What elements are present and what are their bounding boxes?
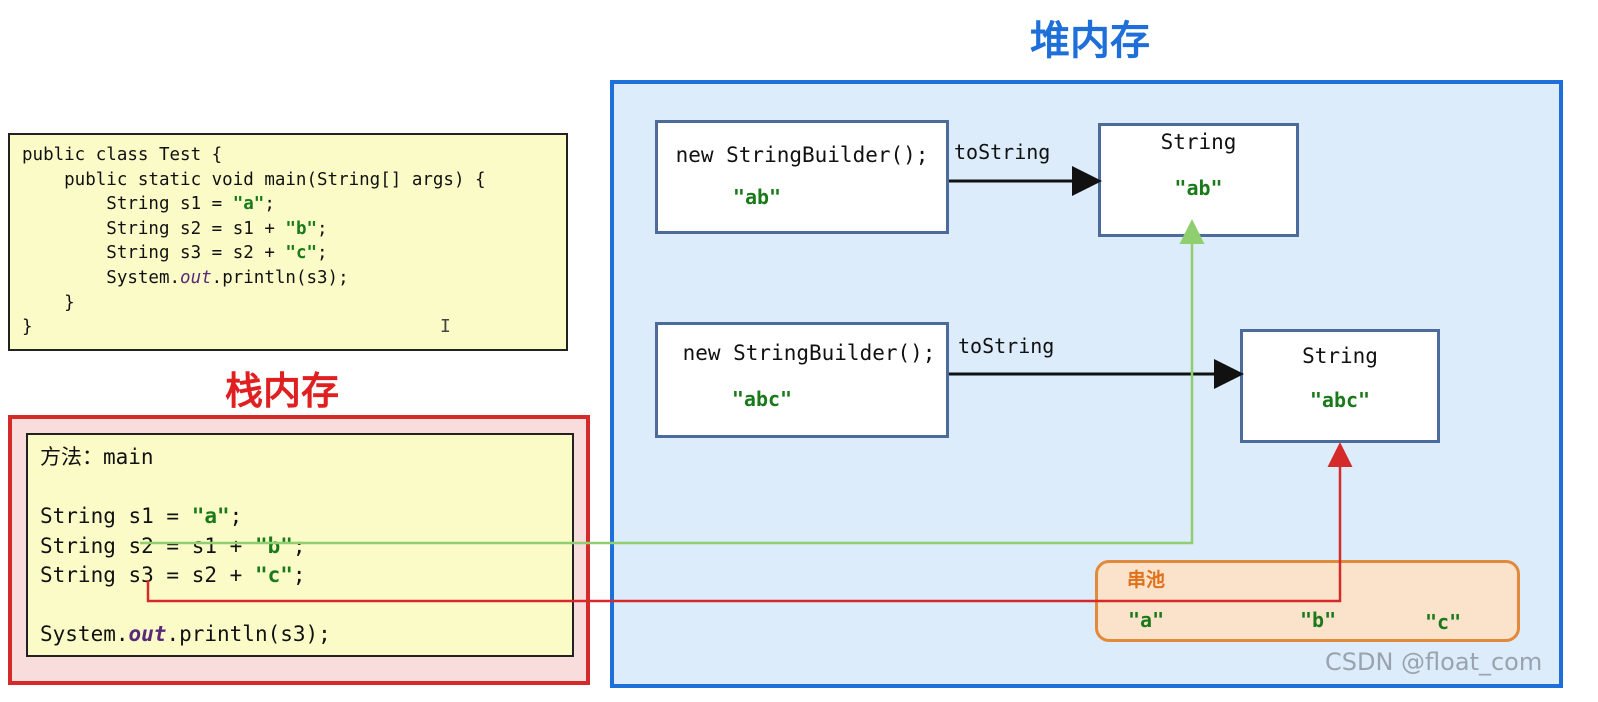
stringbuilder-value: "ab" [732,185,782,209]
stack-frame: 方法：main String s1 = "a"; String s2 = s1 … [26,433,574,657]
stringbuilder-box-abc: new StringBuilder(); "abc" [655,322,949,438]
stack-line-s1: String s1 = "a"; [40,504,243,528]
pool-item-a: "a" [1128,608,1165,632]
stack-method-label: 方法：main [40,445,154,469]
code-line-7: } [22,292,75,313]
stringbuilder-value: "abc" [731,387,793,411]
string-value: "ab" [1174,176,1223,200]
code-line-3: String s1 = "a"; [22,194,275,215]
pool-item-c: "c" [1425,610,1462,634]
code-line-5: String s3 = s2 + "c"; [22,243,328,264]
pool-item-b: "b" [1300,608,1337,632]
s3-reference-arrow [146,442,1353,603]
string-pool-title: 串池 [1127,569,1166,591]
stack-line-println: System.out.println(s3); [40,622,331,646]
string-value: "abc" [1309,388,1371,412]
stringbuilder-label: new StringBuilder(); [675,143,929,167]
stringbuilder-label: new StringBuilder(); [682,341,936,365]
code-line-1: public class Test { [22,145,223,165]
s2-reference-arrow [140,219,1205,545]
source-code-box: public class Test { public static void m… [8,133,568,351]
code-line-4: String s2 = s1 + "b"; [22,218,328,239]
text-cursor-icon: I [440,316,451,337]
stack-title: 栈内存 [225,369,340,413]
code-line-6: System.out.println(s3); [22,267,349,288]
code-line-2: public static void main(String[] args) { [22,169,486,190]
stack-line-s2: String s2 = s1 + "b"; [40,533,306,558]
string-label: String [1160,130,1237,154]
heap-title: 堆内存 [1030,18,1150,64]
code-line-8: } [22,317,33,338]
watermark: CSDN @float_com [1325,648,1543,676]
string-box-abc: String "abc" [1240,329,1440,443]
tostring-label-abc: toString [958,334,1055,358]
stack-line-s3: String s3 = s2 + "c"; [40,563,306,587]
tostring-label-ab: toString [954,140,1051,164]
string-label: String [1302,344,1378,368]
stringbuilder-box-ab: new StringBuilder(); "ab" [655,120,949,234]
